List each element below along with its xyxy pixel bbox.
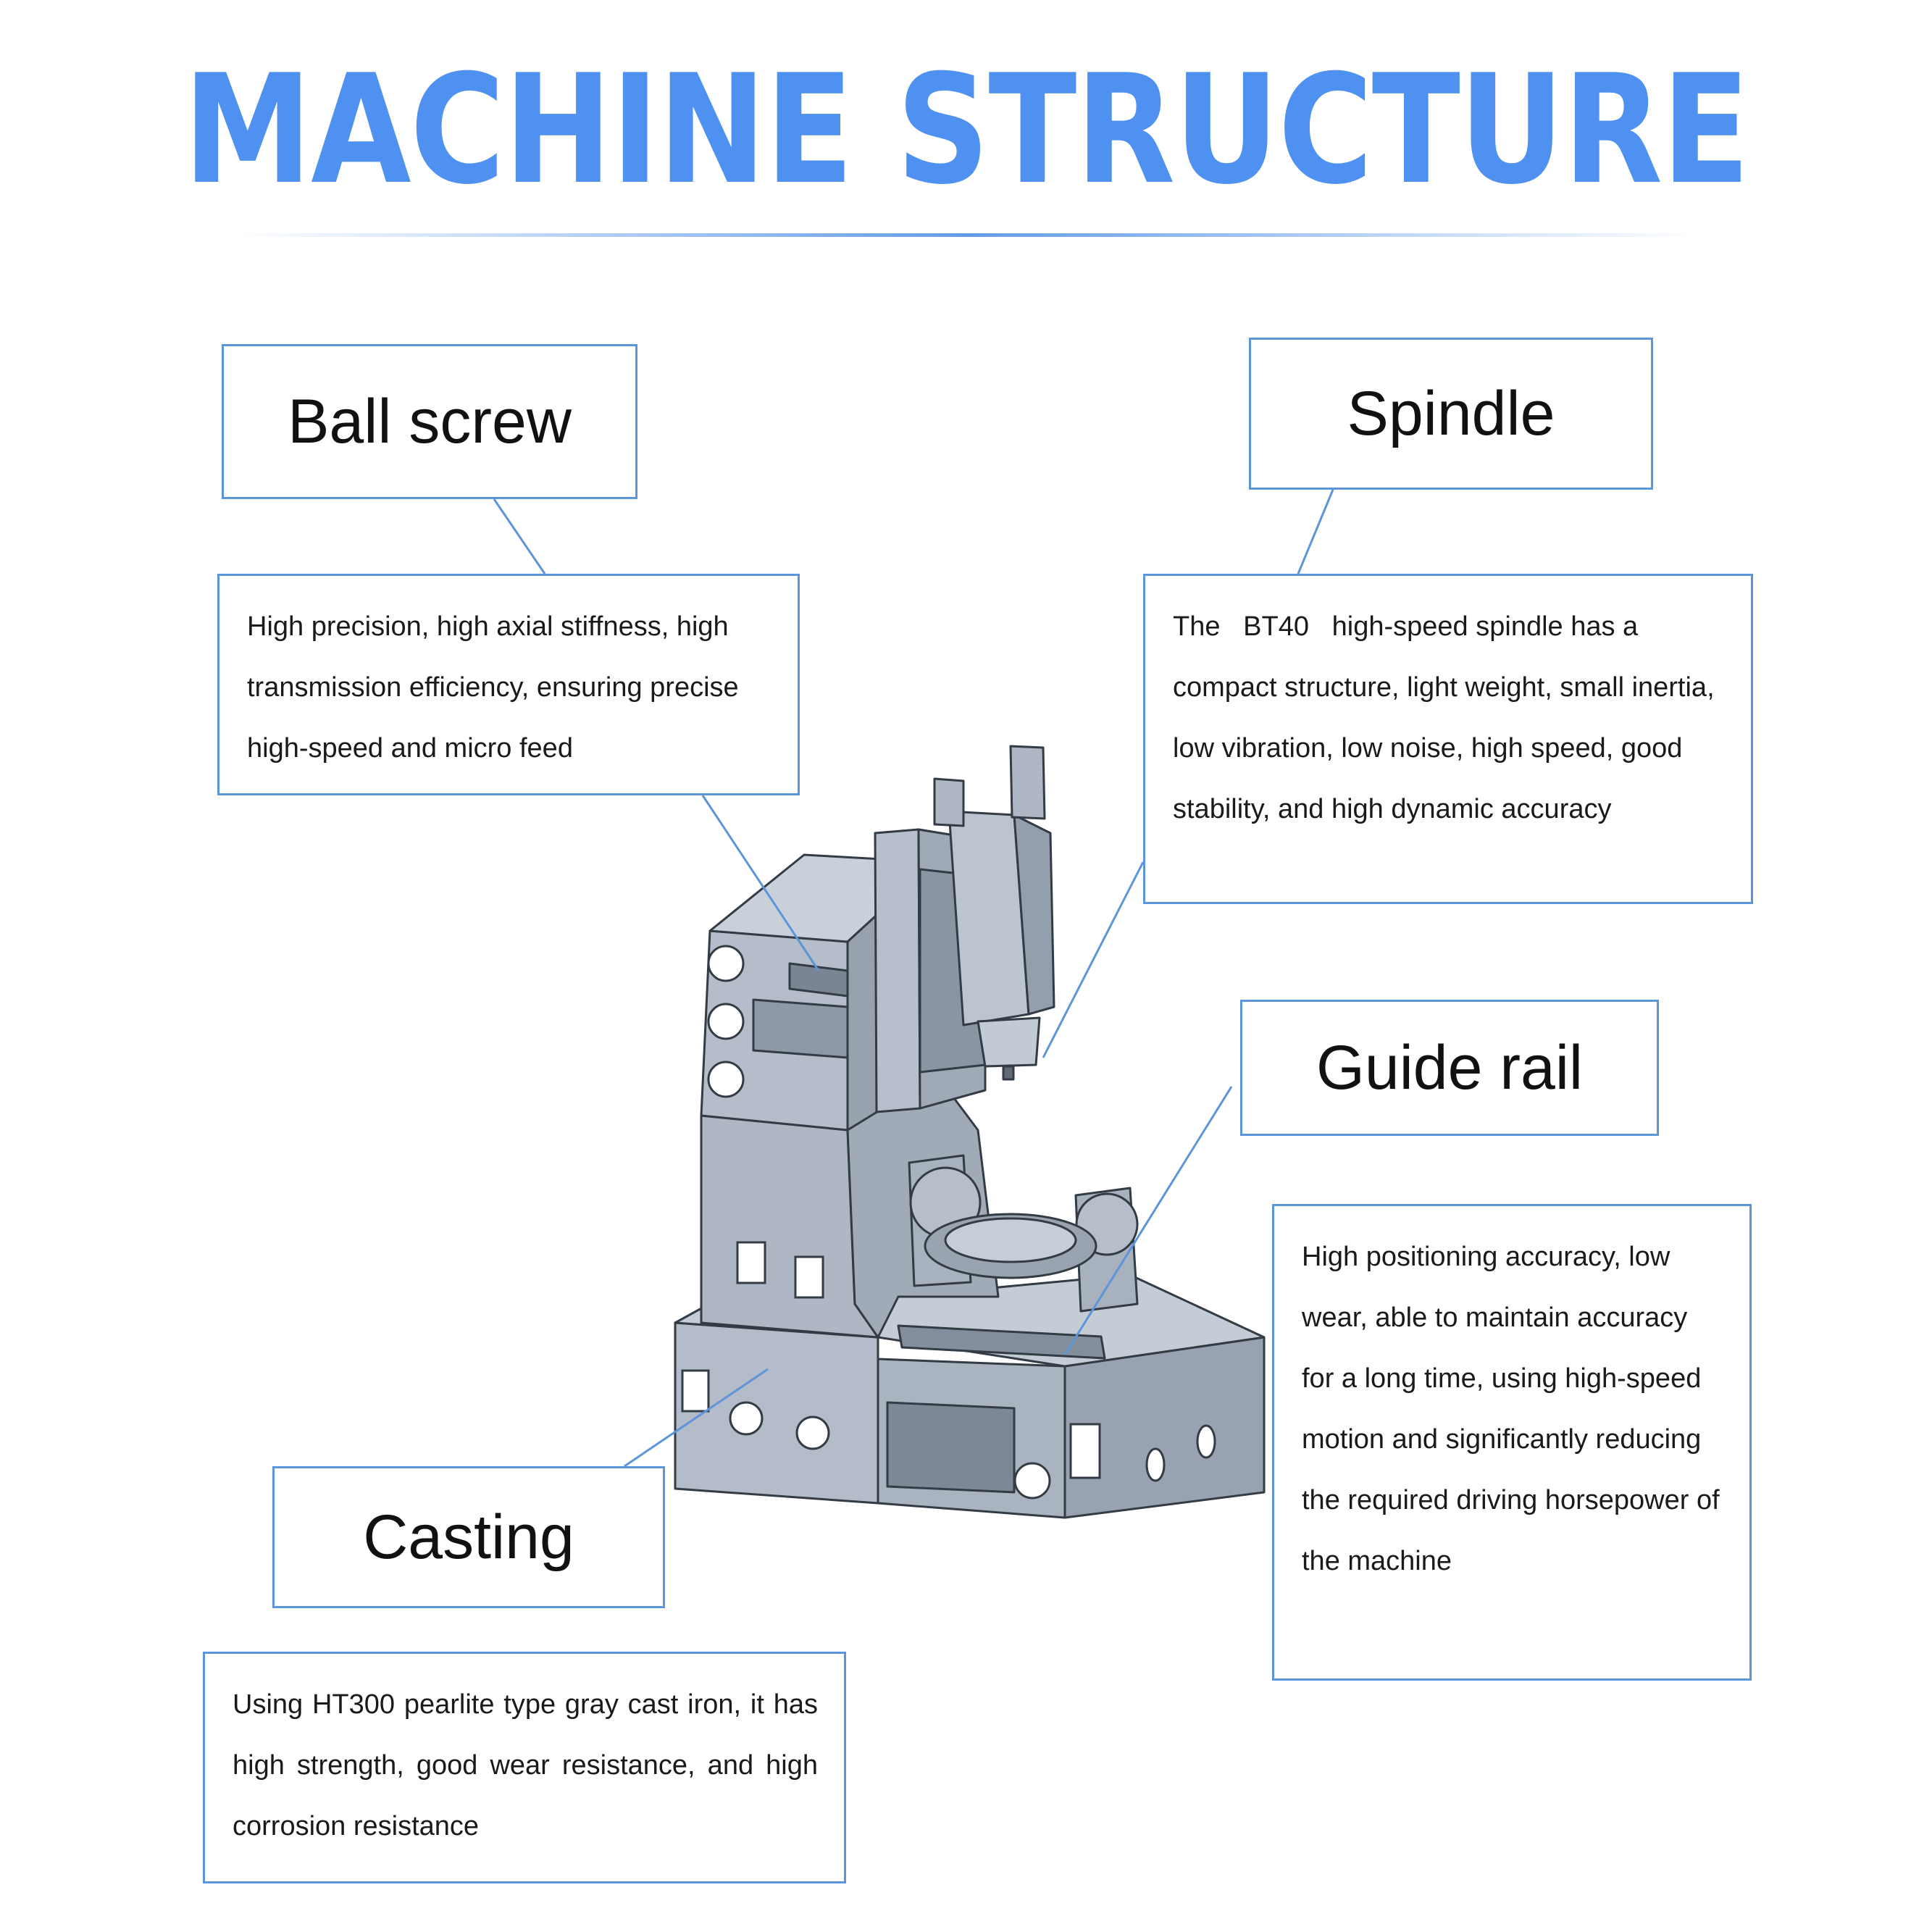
guide-rail-block bbox=[897, 1324, 1106, 1360]
base-pocket bbox=[886, 1401, 1016, 1494]
spindle-nose bbox=[977, 1016, 1041, 1068]
spindle-label: Spindle bbox=[1249, 338, 1653, 490]
base-front-left bbox=[674, 1321, 879, 1505]
spindle-motor bbox=[1009, 745, 1046, 820]
title-underline bbox=[239, 233, 1695, 237]
y-axis-slide bbox=[752, 962, 849, 1059]
guide-rail-description: High positioning accuracy, low wear, abl… bbox=[1272, 1204, 1752, 1681]
z-motor bbox=[933, 777, 965, 827]
casting-label: Casting bbox=[272, 1466, 665, 1608]
guide-rail-label: Guide rail bbox=[1240, 1000, 1659, 1136]
ball-screw-label: Ball screw bbox=[222, 344, 637, 499]
casting-description: Using HT300 pearlite type gray cast iron… bbox=[203, 1652, 846, 1883]
page-title: MACHINE STRUCTURE bbox=[183, 43, 1750, 218]
spindle-description: The BT40 high-speed spindle has a compac… bbox=[1143, 574, 1753, 904]
ball-screw-shaft bbox=[788, 962, 849, 998]
ball-screw-description: High precision, high axial stiffness, hi… bbox=[217, 574, 800, 795]
